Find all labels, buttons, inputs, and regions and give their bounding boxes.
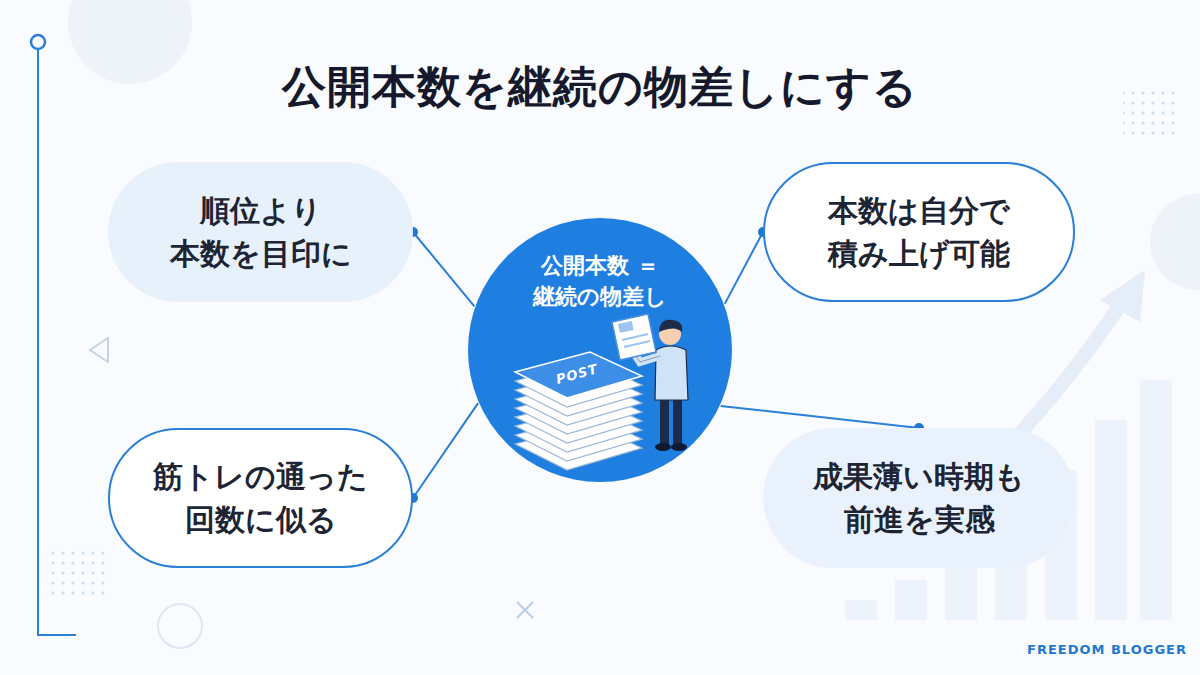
point-box: 成果薄い時期も 前進を実感: [763, 428, 1075, 568]
brand-watermark: FREEDOM BLOGGER: [1027, 642, 1187, 657]
node-text: 本数は自分で 積み上げ可能: [788, 189, 1050, 276]
deco-cross: [517, 602, 533, 618]
connector-line: [721, 406, 919, 428]
connector-line: [725, 232, 763, 304]
deco-circle: [68, 0, 192, 84]
deco-circle: [1150, 194, 1200, 290]
trend-arrow-head: [1100, 270, 1145, 322]
frame-circle: [31, 35, 45, 49]
connector-line: [413, 232, 474, 306]
node-text: 成果薄い時期も 前進を実感: [788, 455, 1050, 542]
node-text: 順位より 本数を目印に: [130, 189, 392, 276]
point-box: 本数は自分で 積み上げ可能: [763, 162, 1075, 302]
dot-grid: [1123, 88, 1175, 140]
hub-circle: 公開本数 ＝継続の物差し: [467, 217, 733, 483]
node-text: 公開本数 ＝継続の物差し: [500, 251, 700, 313]
deco-triangle: [90, 338, 108, 362]
node-text: 筋トレの通った 回数に似る: [130, 455, 392, 542]
connector-line: [413, 403, 478, 498]
dot-grid: [44, 545, 106, 595]
point-box: 筋トレの通った 回数に似る: [108, 428, 413, 568]
point-box: 順位より 本数を目印に: [108, 162, 413, 302]
frame-line: [38, 50, 76, 635]
diagram-title: 公開本数を継続の物差しにする: [0, 58, 1200, 117]
deco-ring: [158, 604, 202, 648]
